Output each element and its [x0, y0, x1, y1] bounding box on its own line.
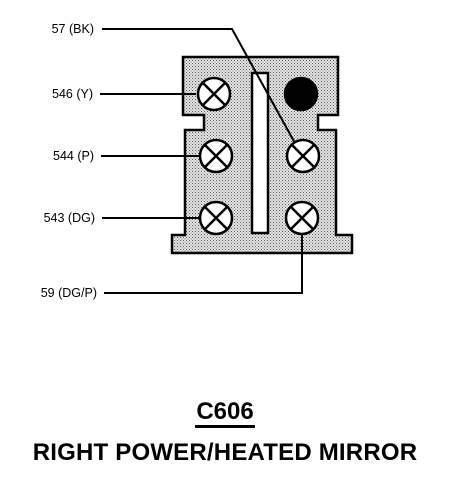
- cavity-middle-right: [285, 138, 321, 174]
- connector-code-text: C606: [195, 398, 255, 428]
- connector-description: RIGHT POWER/HEATED MIRROR: [32, 439, 418, 466]
- cavity-bottom-left: [198, 200, 234, 236]
- cavity-bottom-right: [284, 200, 320, 236]
- wire-label-57: 57 (BK): [52, 22, 94, 36]
- wire-57-leader: [102, 28, 297, 146]
- connector-diagram: 57 (BK) 546 (Y) 544 (P) 543 (DG) 59 (DG/…: [41, 22, 354, 300]
- connector-code: C606: [0, 398, 450, 428]
- cavity-top-right-plug: [283, 76, 319, 112]
- wire-label-546: 546 (Y): [52, 87, 93, 101]
- cavity-middle-left: [198, 138, 234, 174]
- connector-rib: [250, 71, 270, 235]
- wire-label-59: 59 (DG/P): [41, 286, 97, 300]
- wire-leaders: [100, 28, 303, 294]
- wire-label-543: 543 (DG): [44, 211, 95, 225]
- wire-label-544: 544 (P): [53, 149, 94, 163]
- cavity-top-left: [196, 76, 232, 112]
- wire-59-leader: [104, 232, 303, 294]
